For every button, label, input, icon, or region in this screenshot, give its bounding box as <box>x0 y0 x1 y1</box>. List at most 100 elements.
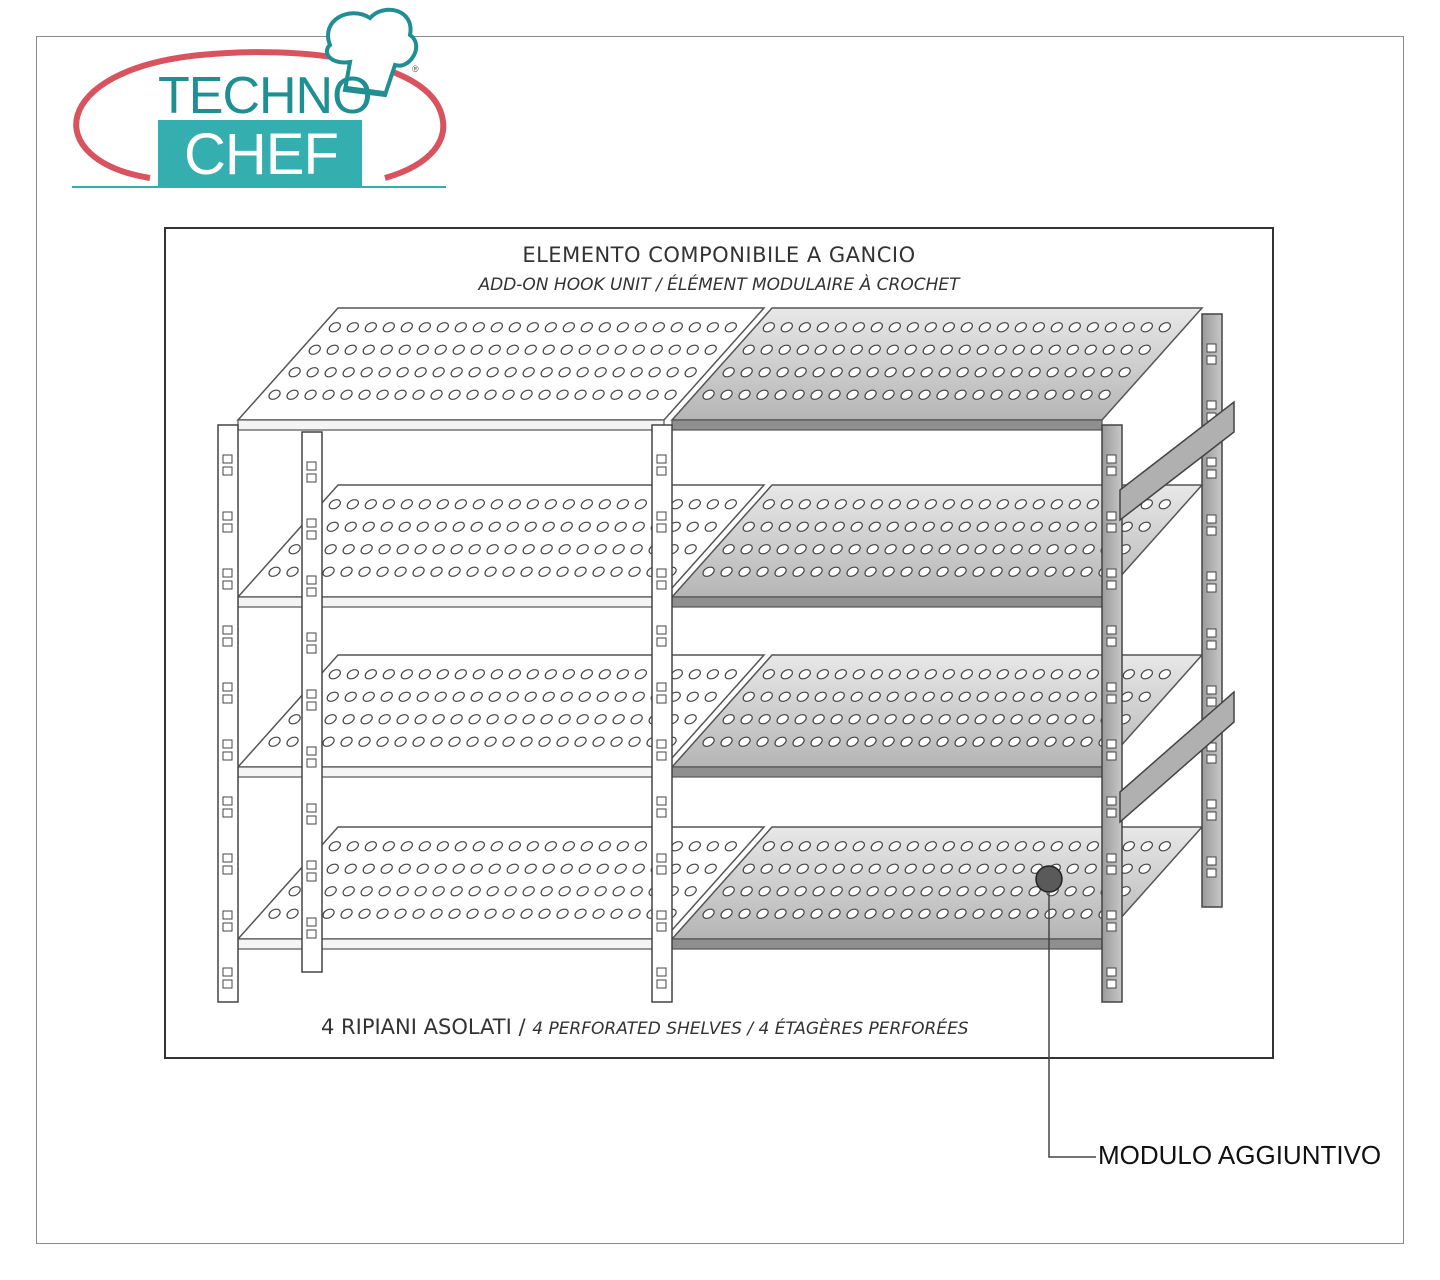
shelf-slot <box>1008 566 1021 577</box>
shelf-slot <box>1014 499 1027 510</box>
shelf-slot <box>760 691 773 702</box>
shelf-slot <box>756 389 769 400</box>
shelf-slot <box>414 544 427 555</box>
shelf-slot <box>634 841 647 852</box>
shelf-slot <box>882 908 895 919</box>
shelf-slot <box>830 714 843 725</box>
addon-front-right-post-hole <box>1106 751 1117 761</box>
shelf-slot <box>452 691 465 702</box>
shelf-slot <box>328 841 341 852</box>
shelf-slot <box>864 566 877 577</box>
shelf-slot <box>796 344 809 355</box>
shelf-slot <box>666 367 679 378</box>
shelf-slot <box>706 499 719 510</box>
shelf-slot <box>796 863 809 874</box>
shelf-slot <box>414 367 427 378</box>
shelf-slot <box>762 322 775 333</box>
shelf-slot <box>918 736 931 747</box>
shelf-slot <box>684 367 697 378</box>
shelf-slot <box>340 389 353 400</box>
shelf-slot <box>326 863 339 874</box>
shelf-slot <box>1086 499 1099 510</box>
base-front-left-post-hole <box>222 853 233 863</box>
shelf-slot <box>520 389 533 400</box>
shelf-slot <box>504 714 517 725</box>
shelf-slot <box>544 322 557 333</box>
shelf-slot <box>846 908 859 919</box>
shelf-slot <box>448 736 461 747</box>
callout-line <box>1048 892 1096 1158</box>
shelf-slot <box>466 389 479 400</box>
shelf-slot <box>798 669 811 680</box>
shelf-slot <box>720 566 733 577</box>
addon-rear-right-post-hole <box>1206 583 1217 593</box>
shelf-slot <box>1080 566 1093 577</box>
shelf-slot <box>524 691 537 702</box>
base-front-left-post-hole <box>222 739 233 749</box>
shelf-slot <box>268 566 281 577</box>
shelf-slot <box>796 521 809 532</box>
shelf-slot <box>468 714 481 725</box>
shelf-slot <box>1008 389 1021 400</box>
shelf-slot <box>702 736 715 747</box>
shelf-slot <box>834 841 847 852</box>
shared-front-post-hole <box>656 625 667 635</box>
addon-front-right-post-hole <box>1106 523 1117 533</box>
shelf-slot <box>884 367 897 378</box>
shared-front-post-hole <box>656 511 667 521</box>
shelf-slot <box>592 566 605 577</box>
shelf-slot <box>412 389 425 400</box>
base-rear-left-post-hole <box>306 929 317 939</box>
shelf-slot <box>900 389 913 400</box>
shelf-slot <box>794 367 807 378</box>
shelf-slot <box>778 691 791 702</box>
shelf-slot <box>540 886 553 897</box>
shelf-slot <box>704 344 717 355</box>
brand-line2: CHEF <box>184 122 339 187</box>
shelf-slot <box>364 841 377 852</box>
shelf-slot <box>632 344 645 355</box>
shelf-slot <box>974 886 987 897</box>
addon-front-right-post-hole <box>1106 853 1117 863</box>
shelf-slot <box>502 389 515 400</box>
shelf-slot <box>628 908 641 919</box>
shelf-slot <box>598 669 611 680</box>
shelf-slot <box>466 566 479 577</box>
shelf-slot <box>596 863 609 874</box>
base-rear-left-post-hole <box>306 461 317 471</box>
addon-front-right-post-hole <box>1106 910 1117 920</box>
shelf-slot <box>1082 544 1095 555</box>
base-front-left-post-hole <box>222 979 233 989</box>
shelf-slot <box>1062 566 1075 577</box>
shelf-slot <box>520 566 533 577</box>
shelf-slot <box>990 736 1003 747</box>
shelf-slot <box>490 669 503 680</box>
shelf-slot <box>884 544 897 555</box>
shelf-slot <box>852 841 865 852</box>
shelf-slot <box>922 691 935 702</box>
shelf-slot <box>612 544 625 555</box>
shelf-slot <box>900 736 913 747</box>
base-rear-left-post-hole <box>306 689 317 699</box>
shelf-slot <box>448 908 461 919</box>
shelf-slot <box>936 908 949 919</box>
shelf-slot <box>418 499 431 510</box>
shelf-slot <box>488 863 501 874</box>
shelf-slot <box>504 886 517 897</box>
shelf-slot <box>340 566 353 577</box>
shelf-slot <box>936 566 949 577</box>
shelf-slot <box>306 367 319 378</box>
shelf-slot <box>486 367 499 378</box>
shelf-slot <box>1026 566 1039 577</box>
shelf-slot <box>538 566 551 577</box>
shelf-slot <box>1138 344 1151 355</box>
shelf-slot <box>1064 886 1077 897</box>
base-front-left-post-hole <box>222 694 233 704</box>
shelf-slot <box>486 886 499 897</box>
shelf-slot <box>742 344 755 355</box>
shelf-slot <box>1032 322 1045 333</box>
shared-front-post-hole <box>656 808 667 818</box>
shelf-slot <box>378 367 391 378</box>
shelf-slot <box>360 544 373 555</box>
shelf-slot <box>322 908 335 919</box>
